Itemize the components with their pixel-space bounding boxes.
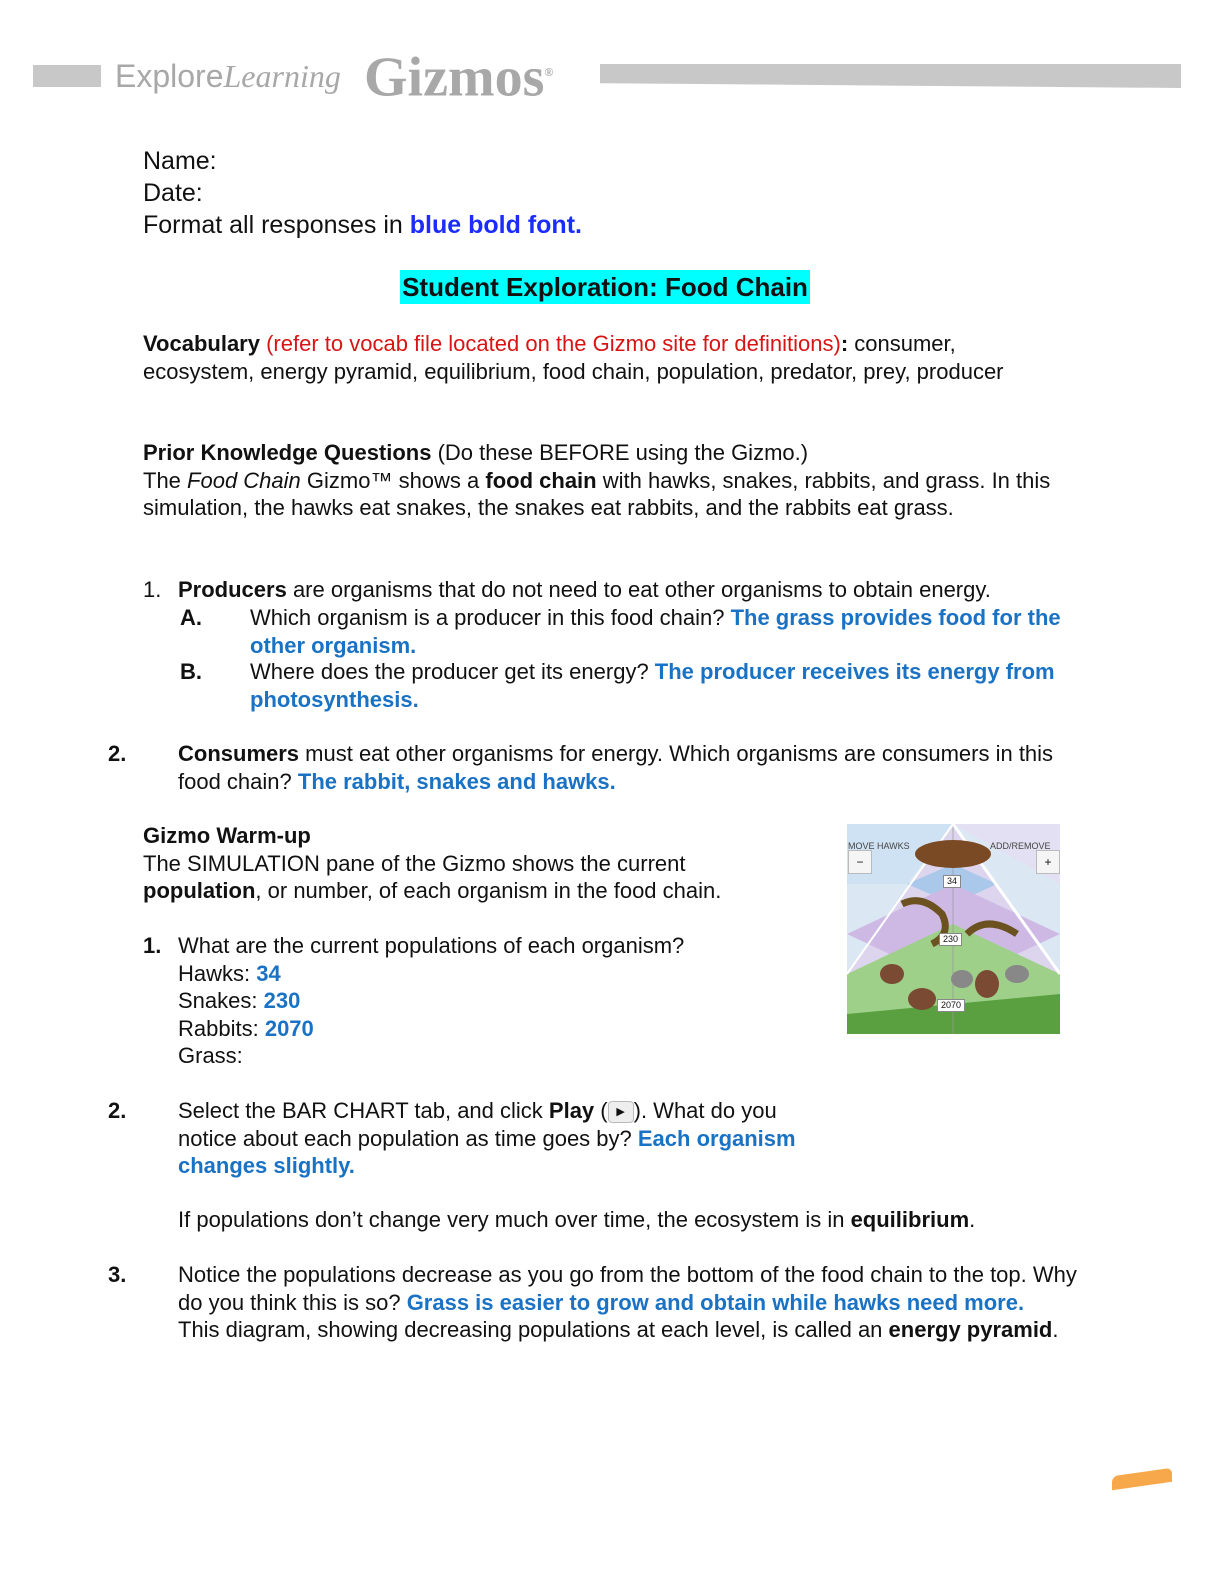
date-label: Date: [143, 179, 203, 207]
prior-knowledge: Prior Knowledge Questions (Do these BEFO… [143, 440, 1051, 520]
rabbits-count: 2070 [937, 999, 966, 1012]
grass-line: Grass: [178, 1043, 243, 1068]
add-remove-label: ADD/REMOVE [990, 841, 1051, 851]
minus-button: − [848, 850, 872, 874]
header-bar-right [600, 64, 1181, 88]
page-title: Student Exploration: Food Chain [400, 270, 810, 304]
title-wrap: Student Exploration: Food Chain [0, 270, 1210, 306]
answer-2[interactable]: The rabbit, snakes and hawks. [297, 768, 616, 794]
name-label: Name: [143, 147, 217, 175]
move-hawks-label: MOVE HAWKS [848, 841, 910, 851]
format-instruction: Format all responses in blue bold font. [143, 211, 582, 239]
warmup-question-3: 3.Notice the populations decrease as you… [108, 1262, 1077, 1342]
question-1b: B.Where does the producer get its energy… [180, 659, 1055, 712]
rabbits-line: Rabbits: 2070 [178, 1015, 314, 1041]
play-icon: ▶ [607, 1101, 634, 1124]
header-bar-left [33, 65, 101, 87]
explorelearning-logo: ExploreLearning [115, 58, 341, 94]
answer-1b[interactable]: The producer receives its energy from ph… [250, 659, 1055, 712]
answer-w3[interactable]: Grass is easier to grow and obtain while… [406, 1289, 1025, 1315]
student-info: Name: Date: Format all responses in blue… [143, 145, 582, 241]
warmup-question-2: 2.Select the BAR CHART tab, and click Pl… [108, 1098, 796, 1179]
snakes-count: 230 [939, 933, 963, 946]
answer-w2[interactable]: Each organism changes slightly. [178, 1125, 796, 1179]
vocabulary: Vocabulary (refer to vocab file located … [143, 331, 1004, 384]
gizmo-warmup: Gizmo Warm-up The SIMULATION pane of the… [143, 823, 722, 903]
question-2: 2.Consumers must eat other organisms for… [108, 741, 1054, 794]
question-1: 1.Producers are organisms that do not ne… [143, 577, 991, 602]
equilibrium-note: If populations don’t change very much ov… [178, 1207, 976, 1232]
plus-button: + [1036, 850, 1060, 874]
warmup-question-1: 1.What are the current populations of ea… [143, 932, 793, 1070]
snakes-line: Snakes: 230 [178, 988, 301, 1013]
hawks-count: 34 [943, 875, 962, 888]
gizmos-logo: Gizmos® [364, 46, 554, 109]
gizmo-pyramid-image: MOVE HAWKS ADD/REMOVE − + 34 230 2070 [847, 824, 1060, 1034]
answer-1a[interactable]: The grass provides food for the other or… [250, 605, 1061, 658]
hawks-line: Hawks: 34 [178, 960, 281, 986]
question-1a: A.Which organism is a producer in this f… [180, 605, 1061, 658]
page-corner-badge-icon [1112, 1467, 1172, 1491]
